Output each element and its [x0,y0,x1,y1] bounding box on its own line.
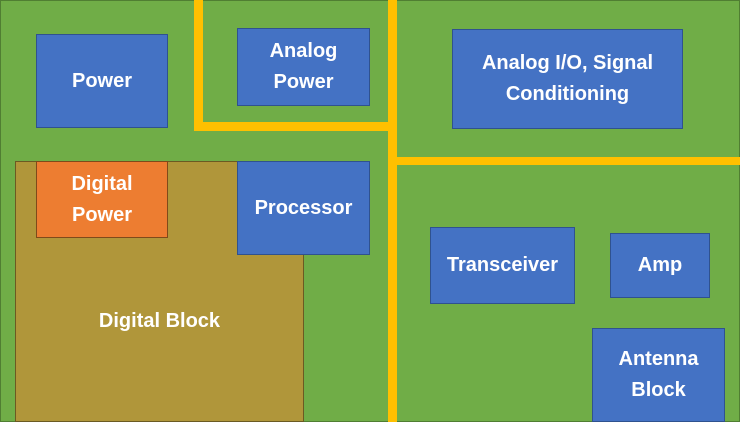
digital-power-block: Digital Power [36,161,168,238]
partition-analog-power-left [194,0,203,131]
antenna-block-label: Antenna Block [618,348,699,401]
processor-label: Processor [254,196,353,219]
analog-io-block: Analog I/O, Signal Conditioning [452,29,683,129]
transceiver-label: Transceiver [446,254,559,276]
amp-label: Amp [637,254,683,276]
digital-block-label: Digital Block [98,310,221,332]
analog-power-label: Analog Power [269,40,338,93]
partition-analog-power-bottom [194,122,394,131]
digital-power-label: Digital Power [71,172,133,226]
processor-block: Processor [237,161,370,255]
amp-block: Amp [610,233,710,298]
power-label: Power [71,69,133,92]
transceiver-block: Transceiver [430,227,575,304]
power-block: Power [36,34,168,128]
partition-right-horizontal [394,157,740,165]
antenna-block: Antenna Block [592,328,725,422]
partition-main-vertical [388,0,397,422]
analog-io-label: Analog I/O, Signal Conditioning [481,52,654,105]
analog-power-block: Analog Power [237,28,370,106]
